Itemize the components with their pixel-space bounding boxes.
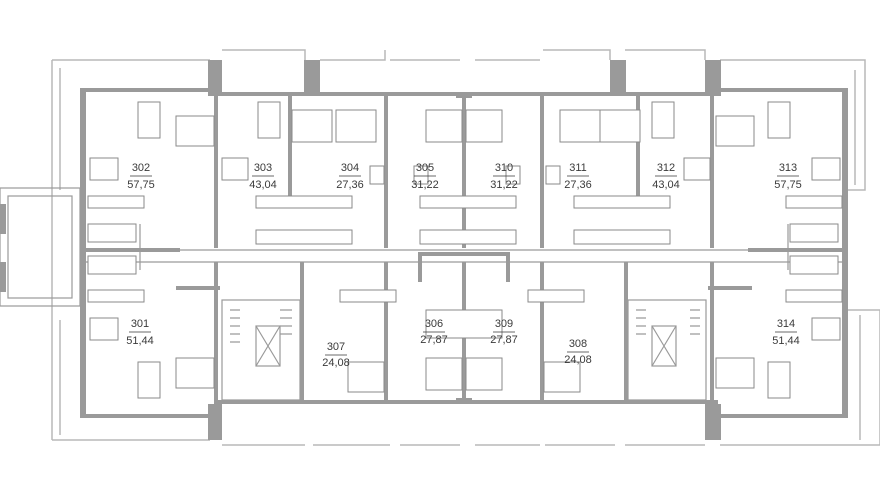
- unit-area: 27,36: [336, 179, 364, 191]
- kitchens-baths: [87, 195, 843, 339]
- unit-area: 27,36: [564, 179, 592, 191]
- dining-tables: [89, 157, 841, 341]
- unit-area: 31,22: [490, 179, 518, 191]
- unit-area: 27,87: [490, 334, 518, 346]
- unit-number: 314: [777, 318, 795, 330]
- beds: [175, 109, 755, 393]
- unit-number: 310: [495, 162, 513, 174]
- perimeter-walls: [80, 60, 848, 440]
- unit-311[interactable]: 311 27,36: [564, 162, 592, 191]
- unit-area: 24,08: [564, 354, 592, 366]
- unit-area: 57,75: [774, 179, 802, 191]
- unit-307[interactable]: 307 24,08: [322, 341, 350, 369]
- unit-area: 43,04: [652, 179, 680, 191]
- label-rules: [129, 175, 799, 356]
- unit-area: 31,22: [411, 179, 439, 191]
- stair-core-left: [221, 299, 301, 401]
- unit-304[interactable]: 304 27,36: [336, 162, 364, 191]
- unit-number: 309: [495, 318, 513, 330]
- unit-number: 304: [341, 162, 359, 174]
- unit-number: 302: [132, 162, 150, 174]
- unit-area: 51,44: [772, 335, 800, 347]
- unit-313[interactable]: 313 57,75: [774, 162, 802, 191]
- unit-312[interactable]: 312 43,04: [652, 162, 680, 191]
- unit-number: 313: [779, 162, 797, 174]
- unit-number: 305: [416, 162, 434, 174]
- unit-314[interactable]: 314 51,44: [772, 318, 800, 347]
- unit-309[interactable]: 309 27,87: [490, 318, 518, 346]
- unit-310[interactable]: 310 31,22: [490, 162, 518, 191]
- unit-306[interactable]: 306 27,87: [420, 318, 448, 346]
- unit-303[interactable]: 303 43,04: [249, 162, 277, 191]
- left-annex: [0, 187, 81, 307]
- unit-302[interactable]: 302 57,75: [127, 162, 155, 191]
- unit-number: 307: [327, 341, 345, 353]
- unit-number: 311: [569, 162, 587, 174]
- unit-area: 24,08: [322, 357, 350, 369]
- balconies: [51, 49, 880, 446]
- unit-number: 308: [569, 338, 587, 350]
- unit-area: 51,44: [126, 335, 154, 347]
- unit-number: 303: [254, 162, 272, 174]
- unit-area: 57,75: [127, 179, 155, 191]
- corridor: [86, 224, 842, 270]
- stair-core-right: [627, 299, 707, 401]
- unit-area: 43,04: [249, 179, 277, 191]
- unit-area: 27,87: [420, 334, 448, 346]
- unit-number: 301: [131, 318, 149, 330]
- unit-301[interactable]: 301 51,44: [126, 318, 154, 347]
- unit-305[interactable]: 305 31,22: [411, 162, 439, 191]
- unit-number: 306: [425, 318, 443, 330]
- unit-number: 312: [657, 162, 675, 174]
- unit-308[interactable]: 308 24,08: [564, 338, 592, 366]
- sofas: [137, 101, 791, 399]
